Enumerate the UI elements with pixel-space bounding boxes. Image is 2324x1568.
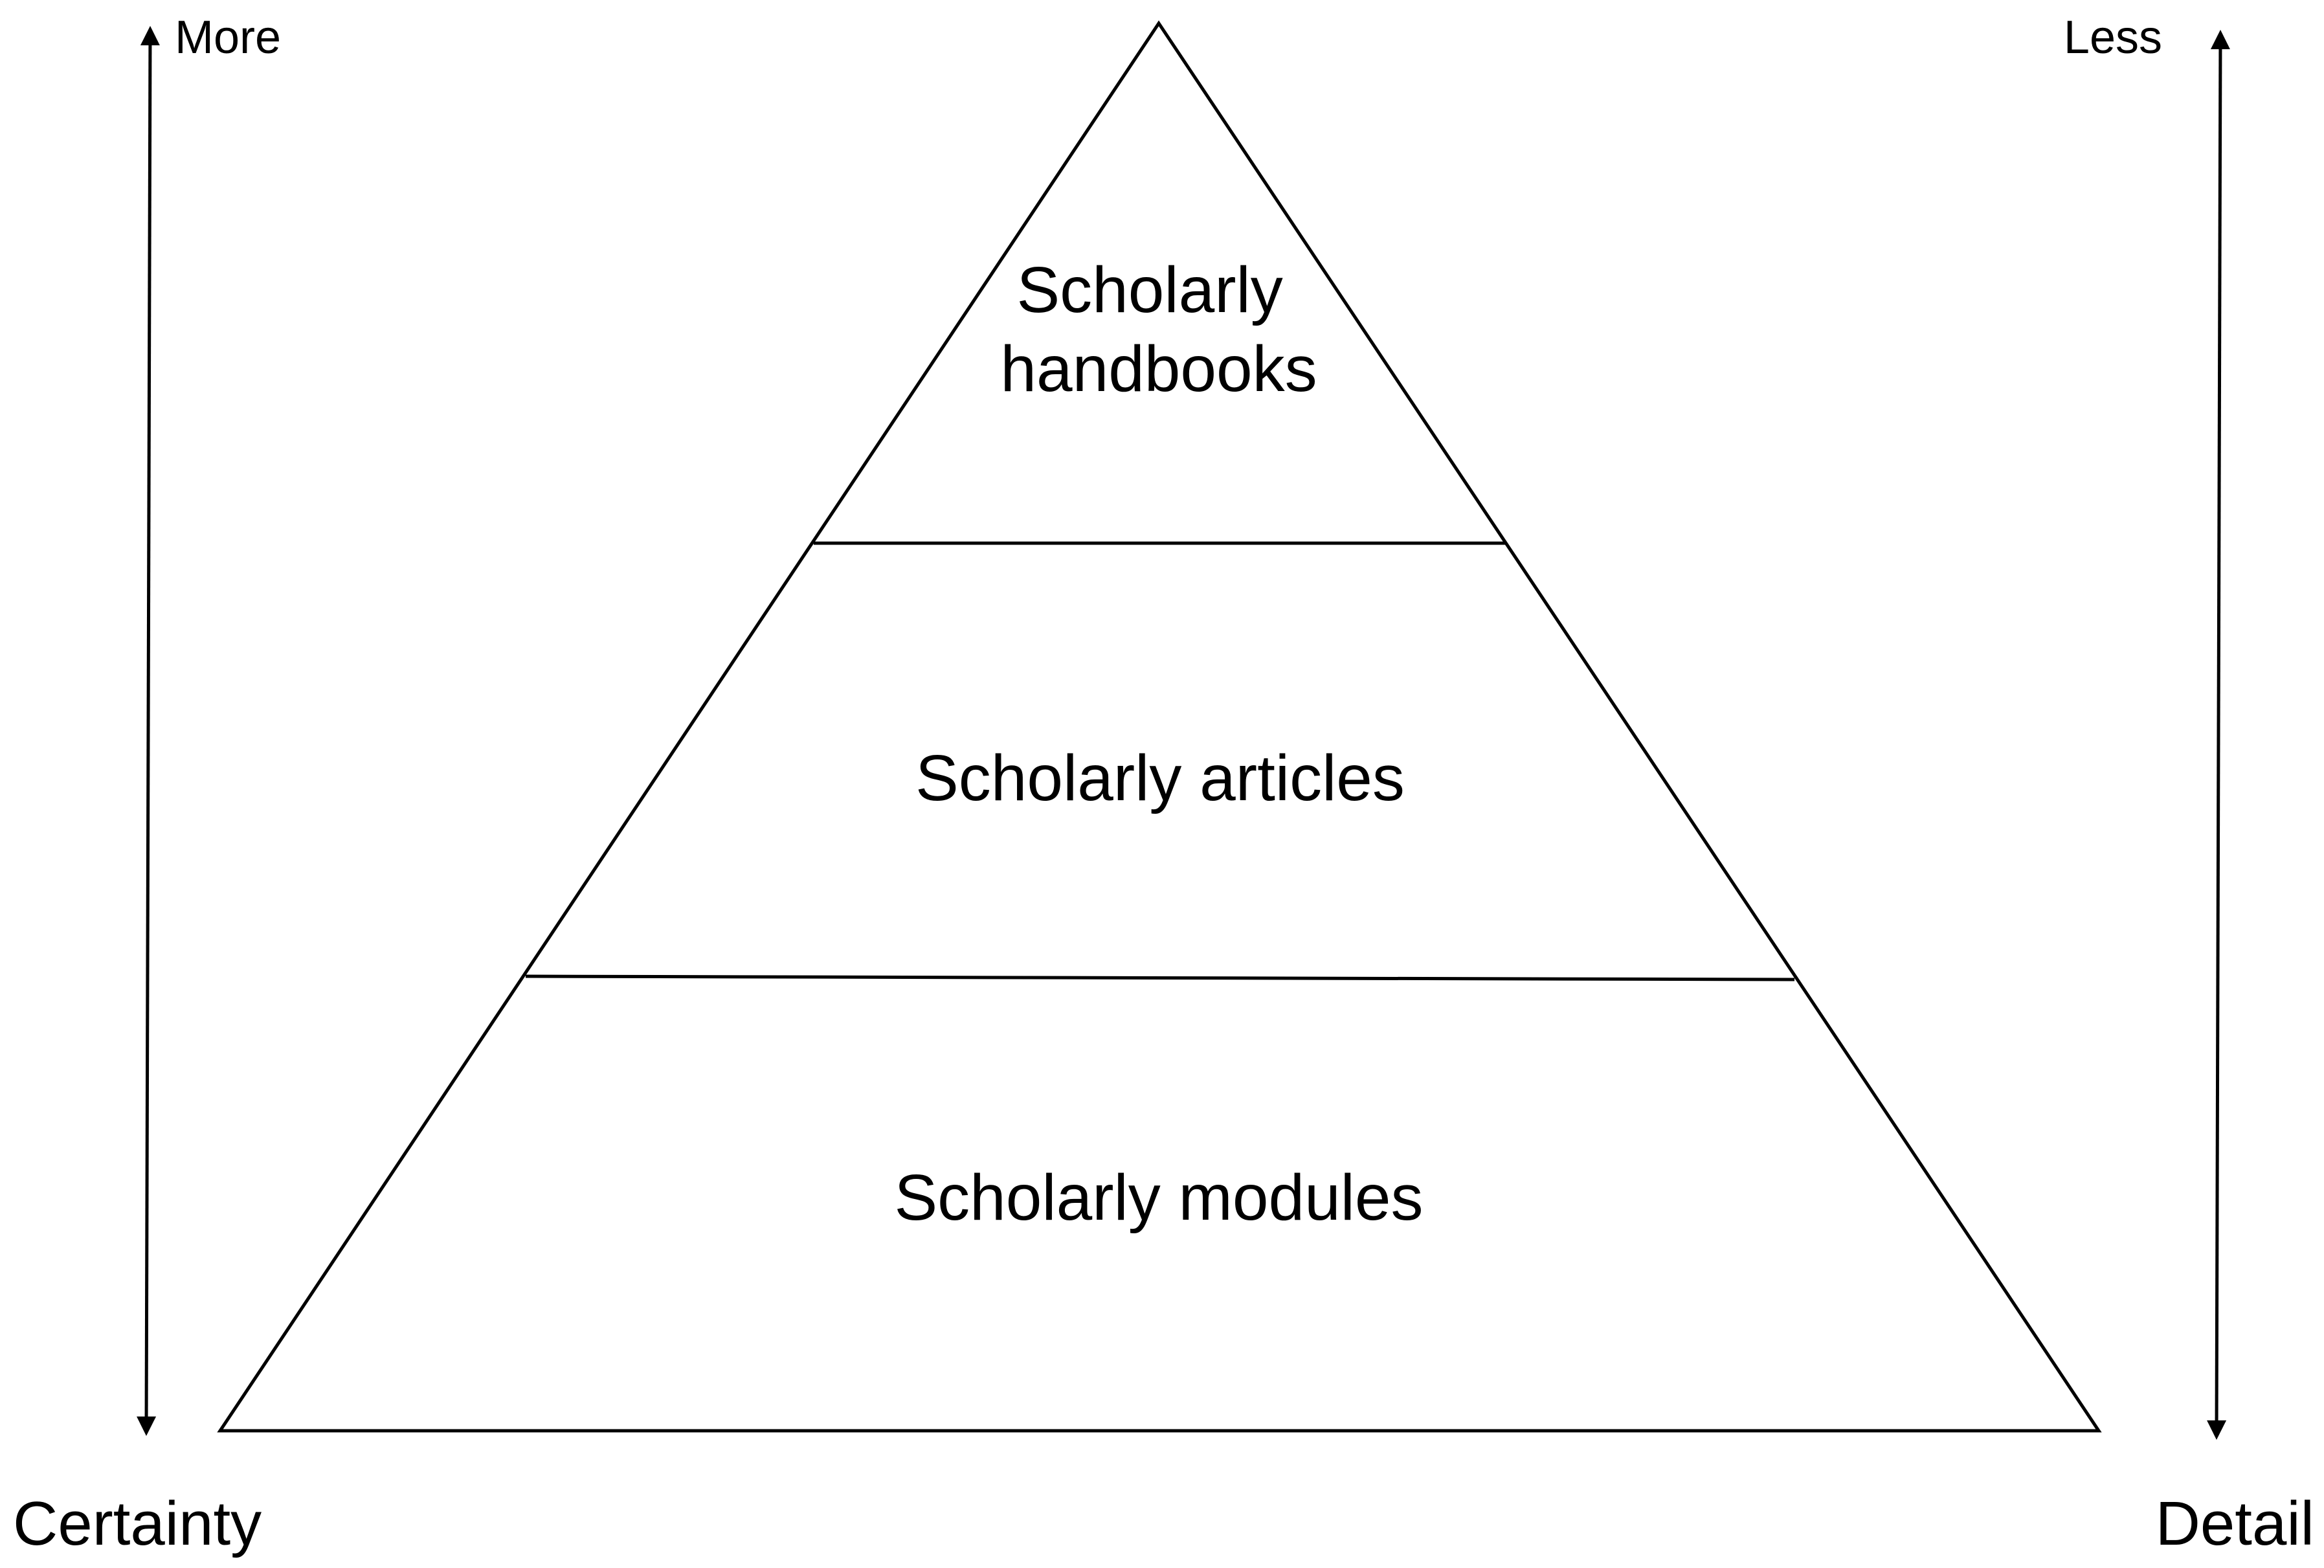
tier-label-handbooks-line-1: Scholarly — [1016, 254, 1282, 326]
pyramid-outline — [217, 20, 2102, 1433]
right-axis-top-label: Less — [2064, 12, 2162, 63]
tier-label-modules: Scholarly modules — [894, 1161, 1423, 1234]
tier-label-handbooks: Scholarly handbooks — [1000, 254, 1317, 405]
left-axis-top-label: More — [175, 12, 281, 63]
left-axis-arrow — [137, 26, 160, 1436]
tier-label-handbooks-line-2: handbooks — [1000, 333, 1317, 405]
tier-label-articles: Scholarly articles — [915, 742, 1405, 814]
right-axis-arrow — [2207, 30, 2230, 1440]
left-axis-bottom-label: Certainty — [13, 1489, 262, 1558]
right-axis-bottom-label: Detail — [2156, 1489, 2314, 1558]
tier-divider-bottom — [525, 974, 1795, 981]
